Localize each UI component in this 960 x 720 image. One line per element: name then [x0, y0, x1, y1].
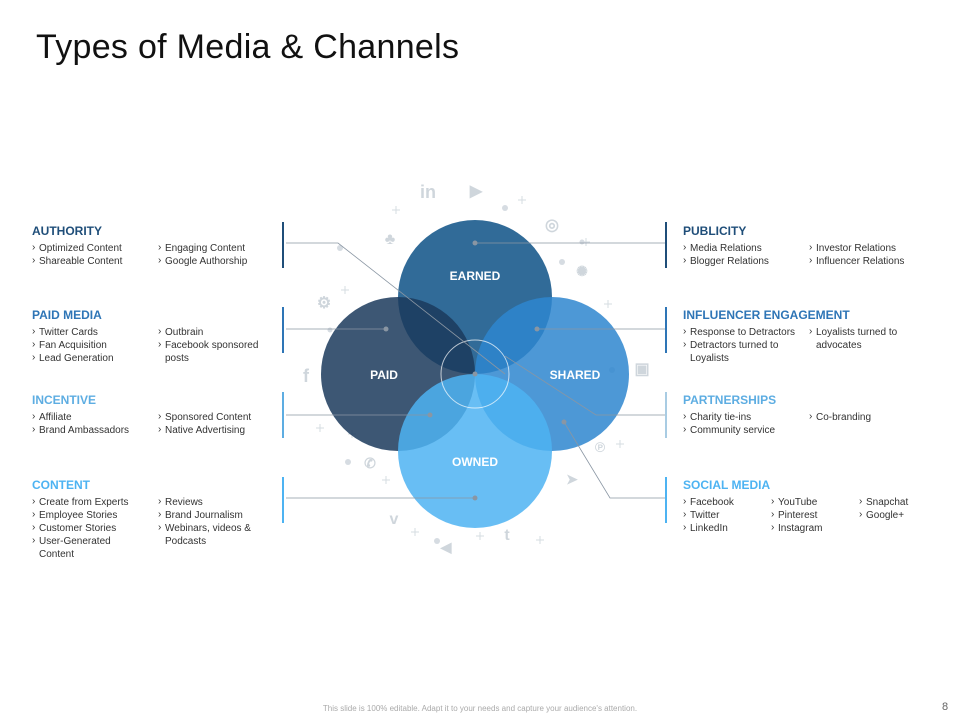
block-authority: AUTHORITY Optimized Content Shareable Co…: [32, 224, 270, 268]
list-item: Create from Experts: [32, 495, 158, 509]
connector-lines: [286, 242, 665, 499]
footer-note: This slide is 100% editable. Adapt it to…: [322, 704, 638, 713]
instagram-icon: ◎: [545, 217, 559, 234]
list-item: Facebook sponsored posts: [158, 338, 274, 365]
divider-incentive: [282, 392, 284, 438]
heading-incentive: INCENTIVE: [32, 393, 97, 407]
list-item: Twitter Cards: [32, 325, 158, 339]
block-content: CONTENT Create from Experts Employee Sto…: [32, 478, 270, 561]
list-item: Investor Relations: [809, 241, 919, 255]
list-item: User-Generated Content: [32, 534, 131, 561]
tv-icon: ▣: [634, 361, 649, 378]
list-item: Media Relations: [683, 241, 809, 255]
heading-influencer-engagement: INFLUENCER ENGAGEMENT: [683, 308, 850, 322]
list-item: Native Advertising: [158, 423, 270, 437]
block-paid-media: PAID MEDIA Twitter Cards Fan Acquisition…: [32, 308, 274, 365]
label-earned: EARNED: [450, 269, 501, 283]
telegram-icon: ➤: [566, 471, 578, 487]
block-social-media: SOCIAL MEDIA Facebook Twitter LinkedIn Y…: [683, 478, 923, 535]
youtube-icon: ▶: [469, 183, 483, 200]
list-item: Community service: [683, 423, 809, 437]
page-number: 8: [942, 701, 949, 713]
list-item: Webinars, videos & Podcasts: [158, 521, 270, 548]
label-owned: OWNED: [452, 455, 498, 469]
divider-authority: [282, 222, 284, 268]
list-item: Instagram: [771, 521, 859, 535]
list-item: Sponsored Content: [158, 410, 270, 424]
whatsapp-icon: ✆: [364, 455, 376, 471]
list-item: Blogger Relations: [683, 254, 809, 268]
list-item: LinkedIn: [683, 521, 771, 535]
megaphone-icon: ◀: [440, 539, 452, 555]
list-item: Shareable Content: [32, 254, 158, 268]
divider-social-media: [665, 477, 667, 523]
heading-paid-media: PAID MEDIA: [32, 308, 102, 322]
list-item: Employee Stories: [32, 508, 158, 522]
linkedin-icon: in: [420, 182, 436, 202]
list-item: Outbrain: [158, 325, 274, 339]
heading-content: CONTENT: [32, 478, 90, 492]
list-item: YouTube: [771, 495, 859, 509]
list-item: Twitter: [683, 508, 771, 522]
block-publicity: PUBLICITY Media Relations Blogger Relati…: [683, 224, 919, 268]
heading-authority: AUTHORITY: [32, 224, 102, 238]
list-item: Loyalists turned to advocates: [809, 325, 913, 352]
slide-title: Types of Media & Channels: [36, 28, 460, 66]
block-influencer-engagement: INFLUENCER ENGAGEMENT Response to Detrac…: [683, 308, 913, 365]
list-item: Response to Detractors: [683, 325, 809, 339]
list-item: Brand Ambassadors: [32, 423, 158, 437]
center-ring: [440, 339, 510, 409]
heading-publicity: PUBLICITY: [683, 224, 747, 238]
block-partnerships: PARTNERSHIPS Charity tie-ins Community s…: [683, 393, 919, 437]
heading-social-media: SOCIAL MEDIA: [683, 478, 771, 492]
list-item: Engaging Content: [158, 241, 270, 255]
list-item: Snapchat: [859, 495, 923, 509]
list-item: Facebook: [683, 495, 771, 509]
list-item: Lead Generation: [32, 351, 158, 365]
list-item: Influencer Relations: [809, 254, 919, 268]
list-item: Fan Acquisition: [32, 338, 158, 352]
list-item: Reviews: [158, 495, 270, 509]
dribbble-icon: ✺: [576, 263, 588, 279]
list-item: Pinterest: [771, 508, 859, 522]
background-icons: in ▶ ◎ ♣ ✺ f ▣ ℗ ✆ ➤ v ◀ t ⚙: [303, 182, 650, 555]
divider-content: [282, 477, 284, 523]
snapchat-icon: ♣: [385, 231, 396, 248]
vimeo-icon: v: [390, 511, 399, 528]
connector-dots: [383, 240, 567, 501]
heading-partnerships: PARTNERSHIPS: [683, 393, 777, 407]
list-item: Google Authorship: [158, 254, 270, 268]
label-shared: SHARED: [550, 368, 601, 382]
label-paid: PAID: [370, 368, 398, 382]
list-item: Customer Stories: [32, 521, 158, 535]
divider-influencer: [665, 307, 667, 353]
list-item: Affiliate: [32, 410, 158, 424]
list-item: Optimized Content: [32, 241, 158, 255]
list-item: Charity tie-ins: [683, 410, 809, 424]
divider-publicity: [665, 222, 667, 268]
divider-paid-media: [282, 307, 284, 353]
pinterest-icon: ℗: [595, 439, 605, 455]
tumblr-icon: t: [504, 527, 510, 544]
list-item: Co-branding: [809, 410, 919, 424]
divider-partnerships: [665, 392, 667, 438]
block-incentive: INCENTIVE Affiliate Brand Ambassadors Sp…: [32, 393, 270, 437]
facebook-icon: f: [303, 366, 310, 386]
list-item: Brand Journalism: [158, 508, 270, 522]
settings-icon: ⚙: [317, 295, 331, 312]
list-item: Google+: [859, 508, 923, 522]
circle-owned: [398, 374, 552, 528]
list-item: Detractors turned to Loyalists: [683, 338, 796, 365]
